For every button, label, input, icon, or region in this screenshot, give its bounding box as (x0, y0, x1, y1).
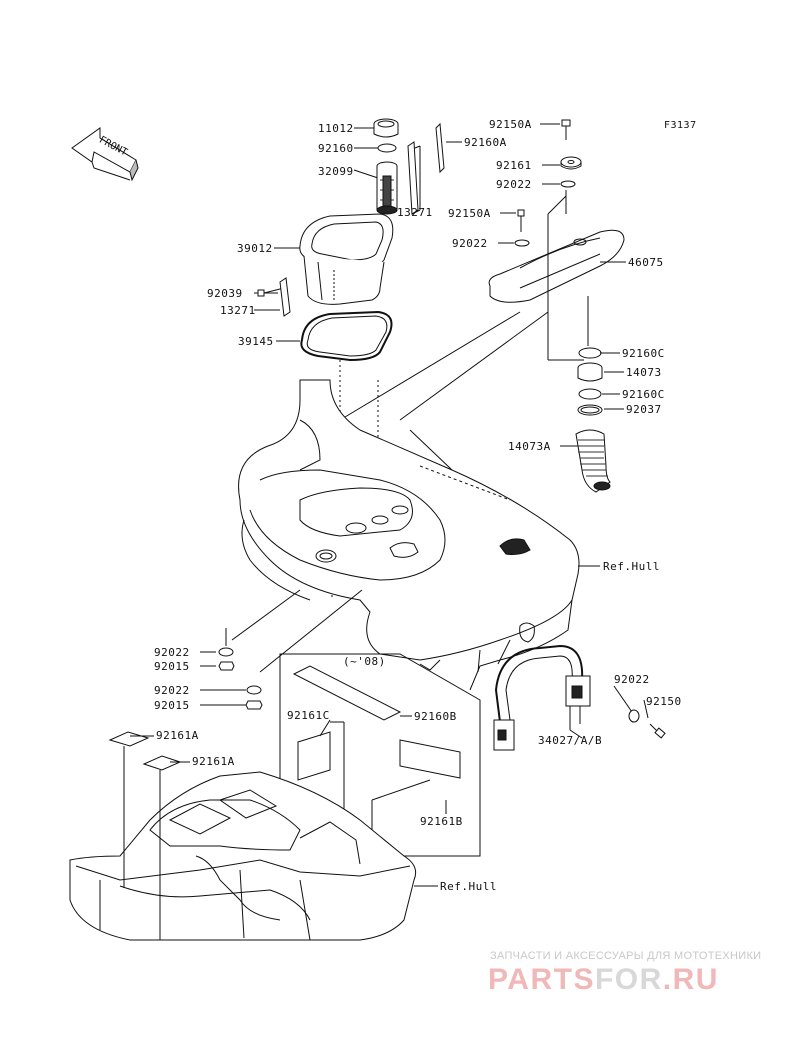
bolt-92150A-lower (517, 209, 525, 232)
decal-92161A-b (142, 755, 182, 771)
part-label-92039[interactable]: 92039 (207, 287, 243, 300)
part-label-92160A[interactable]: 92160A (464, 136, 507, 149)
part-label-92150A-upper[interactable]: 92150A (489, 118, 532, 131)
bolt-92150A-upper (561, 119, 571, 140)
part-label-92160B[interactable]: 92160B (414, 710, 457, 723)
storage-bin-39012 (299, 213, 394, 305)
nut-92015-a (218, 661, 235, 671)
part-label-34027[interactable]: 34027/A/B (538, 734, 603, 747)
part-label-14073[interactable]: 14073 (626, 366, 662, 379)
ref-hull-label-upper: Ref.Hull (603, 560, 660, 573)
part-label-92160C-lower[interactable]: 92160C (622, 388, 665, 401)
washer-92022-b (514, 239, 530, 247)
part-label-92037[interactable]: 92037 (626, 403, 662, 416)
bolt-92150 (649, 723, 666, 739)
decal-92161A-a (108, 731, 150, 747)
part-label-92161A-b[interactable]: 92161A (192, 755, 235, 768)
part-label-32099[interactable]: 32099 (318, 165, 354, 178)
part-label-92161B[interactable]: 92161B (420, 815, 463, 828)
part-label-14073A[interactable]: 14073A (508, 440, 551, 453)
watermark-brand-b: FOR (594, 963, 663, 996)
lower-hull (69, 771, 417, 941)
part-label-92160[interactable]: 92160 (318, 142, 354, 155)
part-label-92161C[interactable]: 92161C (287, 709, 330, 722)
part-label-92160C-upper[interactable]: 92160C (622, 347, 665, 360)
part-label-92022-a[interactable]: 92022 (496, 178, 532, 191)
part-label-92022-c[interactable]: 92022 (154, 646, 190, 659)
part-label-92161[interactable]: 92161 (496, 159, 532, 172)
o-ring-92160 (377, 143, 397, 153)
clamp-92037 (577, 404, 603, 416)
grab-handle-46075 (488, 229, 625, 303)
filler-neck-32099 (376, 161, 398, 215)
part-label-92161A-a[interactable]: 92161A (156, 729, 199, 742)
grab-bar-34027 (493, 644, 591, 751)
bracket-13271-lower (279, 277, 291, 317)
nozzle-14073 (577, 362, 603, 382)
part-label-92022-b[interactable]: 92022 (452, 237, 488, 250)
watermark-brand-a: PARTS (488, 963, 595, 996)
washer-92022-a (560, 180, 576, 188)
washer-92022-c (218, 647, 234, 657)
part-label-92150A-lower[interactable]: 92150A (448, 207, 491, 220)
o-ring-92160C-lower (578, 388, 602, 400)
bolt-92039 (257, 287, 285, 297)
hose-14073A (575, 429, 611, 493)
gasket-39145 (300, 310, 393, 362)
o-ring-92160C-upper (578, 347, 602, 359)
cushion-92161 (560, 156, 582, 170)
part-label-92150[interactable]: 92150 (646, 695, 682, 708)
part-label-92015-b[interactable]: 92015 (154, 699, 190, 712)
nut-92015-b (245, 700, 263, 710)
watermark-brand-c: .RU (662, 963, 719, 996)
watermark-tagline: ЗАПЧАСТИ И АКСЕССУАРЫ ДЛЯ МОТОТЕХНИКИ (490, 950, 762, 962)
ref-hull-label-lower: Ref.Hull (440, 880, 497, 893)
part-label-46075[interactable]: 46075 (628, 256, 664, 269)
subset-note: (~'08) (343, 655, 386, 668)
watermark-brand: PARTSFOR.RU (488, 963, 719, 997)
part-label-92022-e[interactable]: 92022 (614, 673, 650, 686)
part-label-92022-d[interactable]: 92022 (154, 684, 190, 697)
front-arrow-icon: FRONT (71, 127, 139, 182)
part-label-39012[interactable]: 39012 (237, 242, 273, 255)
part-label-13271-lower[interactable]: 13271 (220, 304, 256, 317)
hull-deck (238, 379, 580, 691)
decal-92160A (435, 122, 462, 174)
drawing-code: F3137 (664, 120, 697, 131)
part-label-39145[interactable]: 39145 (238, 335, 274, 348)
bracket-13271-upper (407, 141, 419, 215)
filler-cap-11012 (373, 118, 399, 138)
washer-92022-d (246, 685, 262, 695)
part-label-11012[interactable]: 11012 (318, 122, 354, 135)
part-label-13271-upper[interactable]: 13271 (397, 206, 433, 219)
part-label-92015-a[interactable]: 92015 (154, 660, 190, 673)
washer-92022-e (628, 709, 640, 723)
